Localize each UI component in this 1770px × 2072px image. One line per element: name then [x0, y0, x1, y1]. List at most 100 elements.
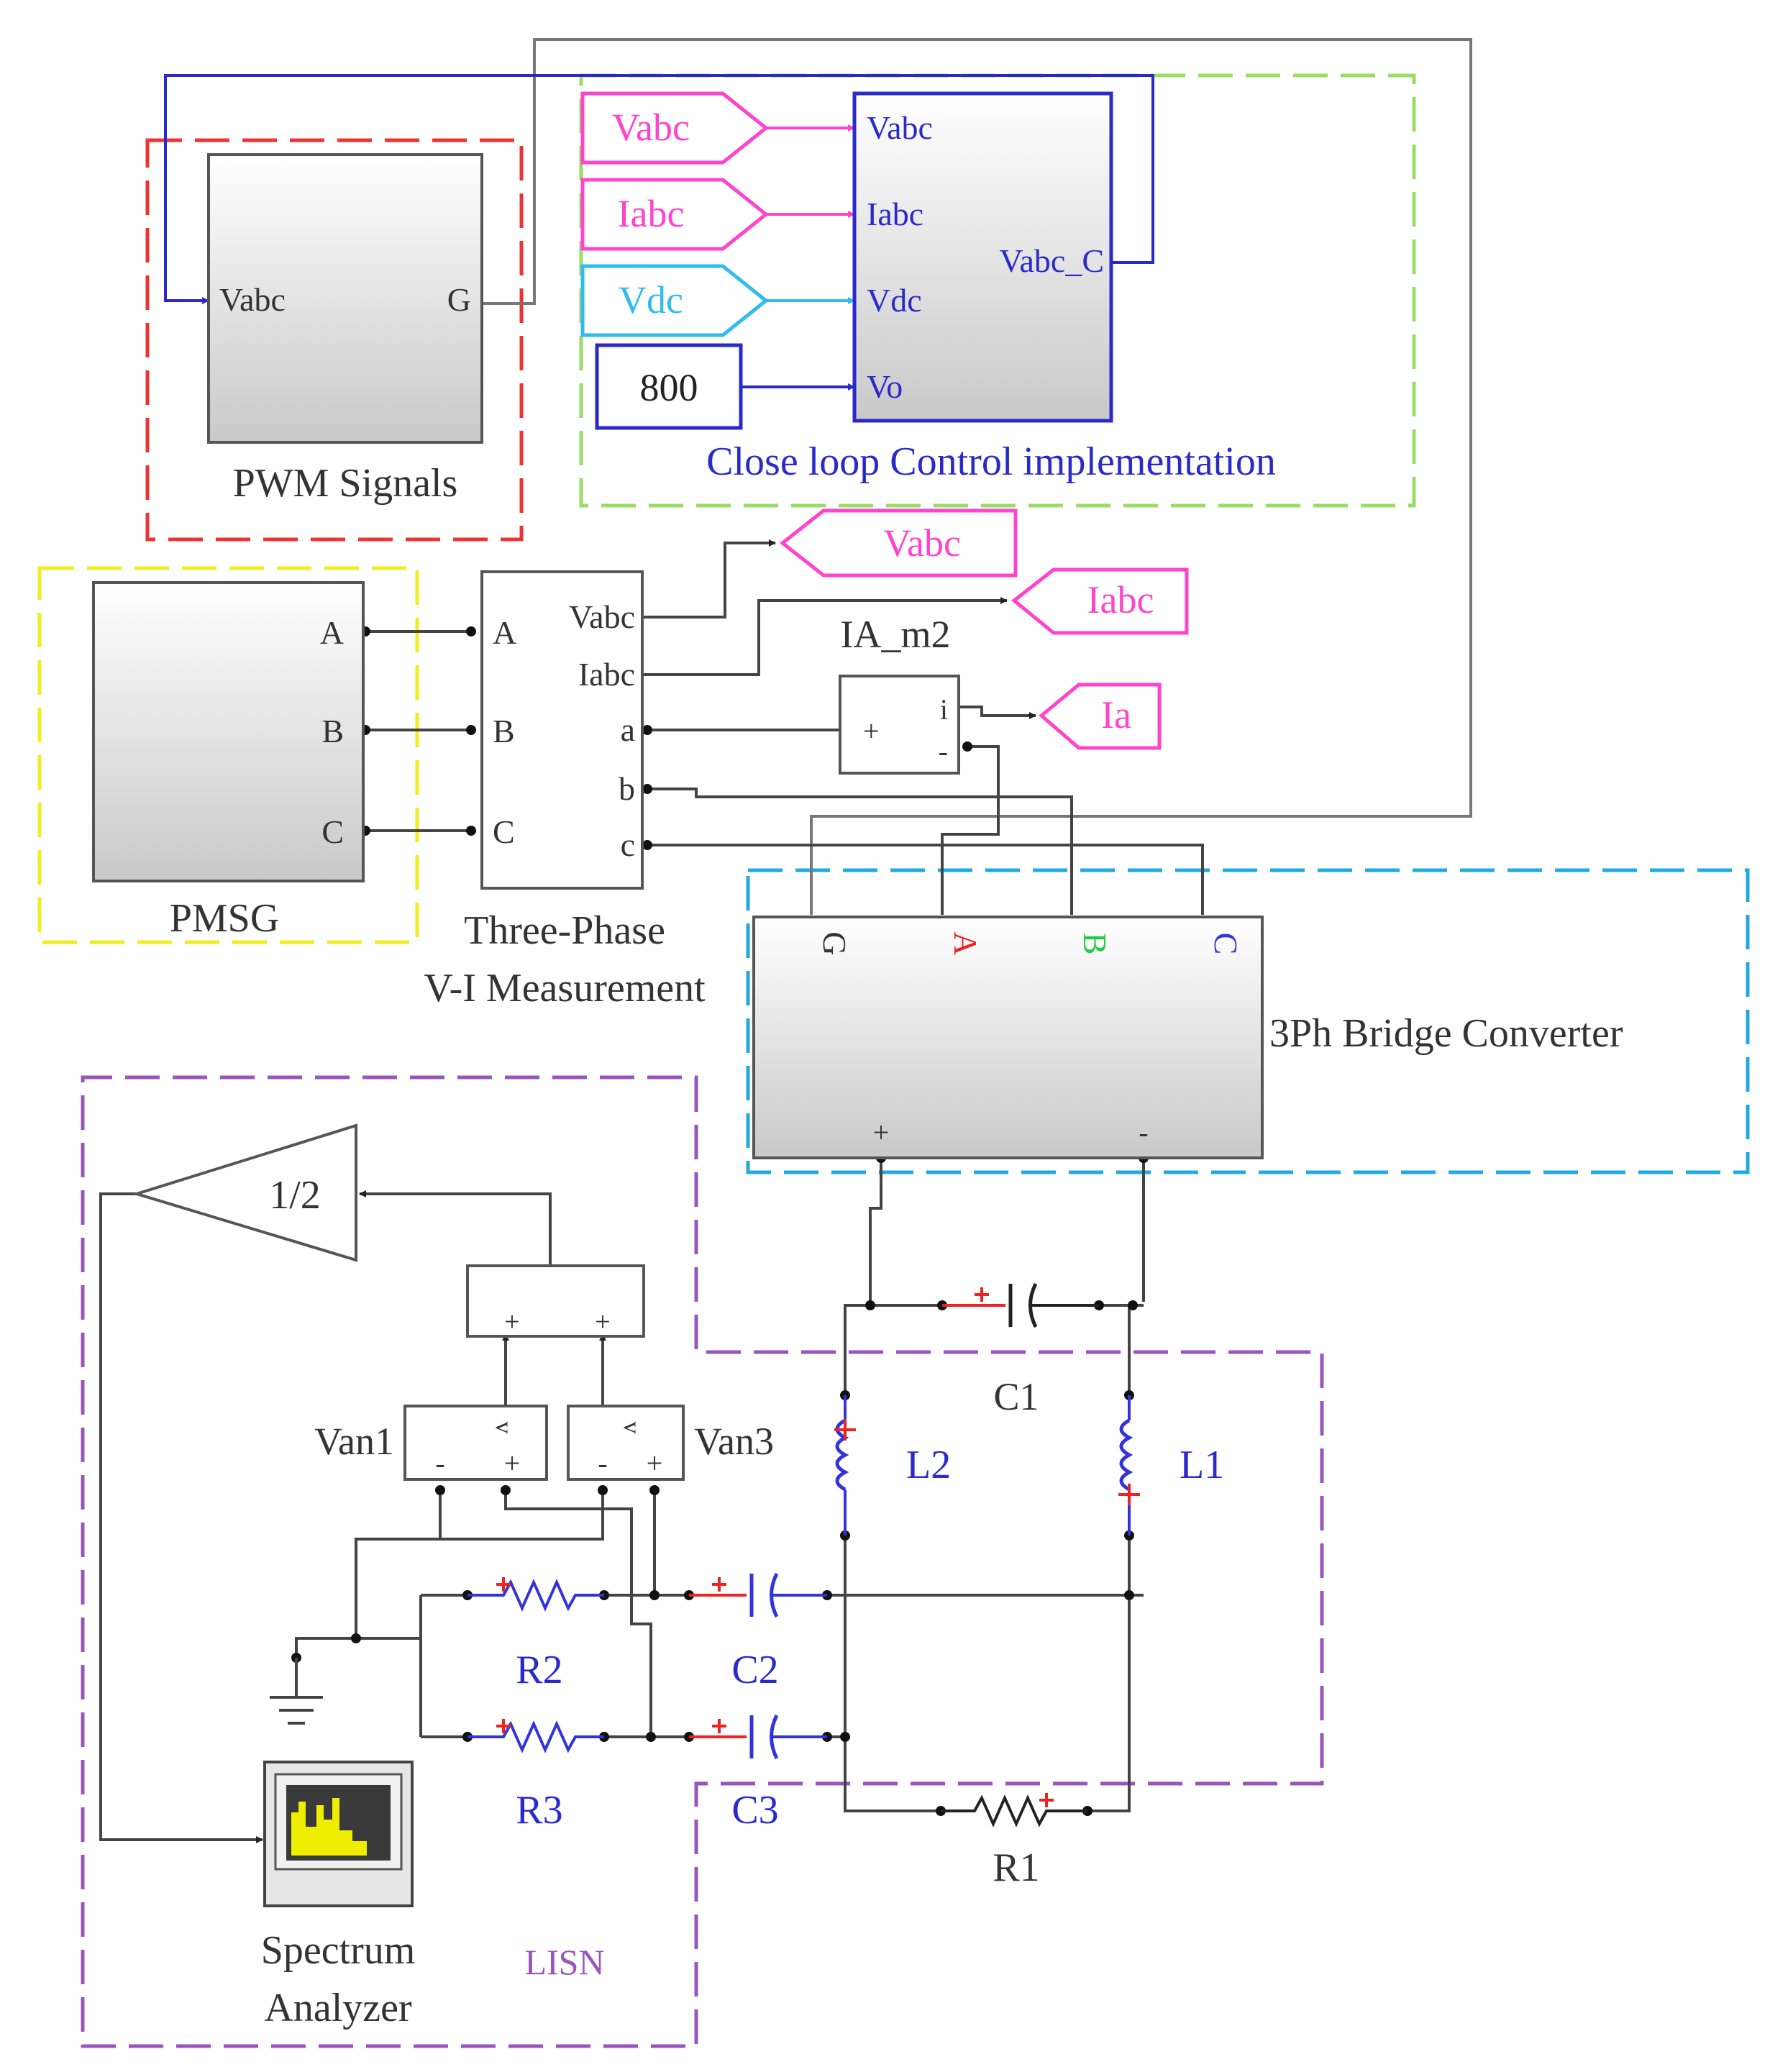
l1-label: L1	[1180, 1443, 1224, 1487]
vi-measurement-block[interactable]: A B C Vabc Iabc a b c Three-Phase V-I Me…	[424, 570, 706, 1010]
bridge-frame	[746, 868, 1750, 1174]
bridge-converter-block[interactable]: G A B C + - 3Ph Bridge Converter	[752, 916, 1623, 1159]
r3-label: R3	[516, 1788, 562, 1833]
pwm-signals-caption: PWM Signals	[233, 461, 458, 506]
vi-port-c: C	[493, 813, 515, 850]
sum-block[interactable]: + +	[466, 1264, 645, 1338]
c2-label: C2	[731, 1648, 778, 1692]
from-tag-iabc[interactable]: Iabc	[580, 178, 770, 251]
capacitor-c2[interactable]: C2	[689, 1572, 827, 1692]
wire-sum-to-gain	[359, 1190, 552, 1266]
pwm-in-port-label: Vabc	[219, 281, 286, 318]
vi-port-a: A	[493, 614, 516, 651]
sum-plus-1: +	[504, 1307, 519, 1337]
capacitor-c3[interactable]: C3	[689, 1714, 827, 1833]
constant-block[interactable]: 800	[595, 343, 743, 430]
pwm-frame	[145, 138, 524, 542]
bridge-caption: 3Ph Bridge Converter	[1269, 1011, 1623, 1056]
vi-port-b-out: b	[619, 770, 635, 807]
spectrum-icon	[291, 1798, 367, 1856]
wire-dc-plus	[869, 1158, 882, 1302]
bridge-port-a: A	[947, 931, 984, 955]
vi-port-iabc: Iabc	[578, 656, 635, 693]
spectrum-analyzer-block[interactable]: Spectrum Analyzer	[261, 1761, 416, 2030]
wire-out-b	[647, 788, 1073, 915]
wire-meas-vabc	[642, 539, 776, 619]
pmsg-body[interactable]	[92, 581, 365, 882]
control-port-vabc: Vabc	[867, 109, 933, 146]
control-body[interactable]	[852, 91, 1113, 423]
current-meas-body[interactable]	[839, 675, 960, 775]
wire-meas-iabc	[642, 597, 1008, 676]
from-tag-vabc-label: Vabc	[612, 106, 690, 149]
bridge-port-b: B	[1077, 933, 1113, 955]
l2-label: L2	[906, 1443, 951, 1487]
capacitor-c1[interactable]: C1	[942, 1282, 1099, 1418]
bridge-port-c: C	[1208, 933, 1244, 955]
wire-van1-minus	[355, 1490, 442, 1638]
bridge-dc-minus: -	[1139, 1116, 1148, 1149]
pmsg-frame	[37, 566, 419, 944]
lisn-frame	[81, 1075, 1324, 2048]
goto-tag-vabc-label: Vabc	[883, 521, 961, 565]
van3-plus: +	[647, 1447, 663, 1479]
close-loop-control-block[interactable]: Vabc Iabc Vdc Vo Vabc_C Close loop Contr…	[706, 91, 1276, 484]
pmsg-port-b: B	[321, 713, 344, 749]
pmsg-block[interactable]: A B C PMSG	[92, 581, 365, 941]
current-meas-i: i	[940, 693, 948, 726]
current-meas-label: IA_m2	[841, 613, 951, 656]
constant-value: 800	[640, 366, 698, 409]
resistor-r1[interactable]: R1	[941, 1793, 1087, 1890]
goto-tag-ia-label: Ia	[1101, 693, 1131, 736]
current-measurement-block[interactable]: IA_m2 + i -	[839, 613, 960, 775]
from-tag-iabc-label: Iabc	[618, 192, 685, 235]
pmsg-port-a: A	[320, 614, 344, 651]
wire-meas-to-bridge-a	[941, 745, 1000, 915]
wire-gate-signal	[482, 38, 1472, 915]
control-caption: Close loop Control implementation	[706, 439, 1276, 484]
voltmeter-van1[interactable]: v - + Van1	[314, 1405, 548, 1481]
pwm-signals-body[interactable]	[207, 153, 483, 444]
van3-label: Van3	[694, 1420, 774, 1463]
inductor-l1[interactable]: L1	[1118, 1395, 1224, 1535]
pwm-signals-block[interactable]: Vabc G PWM Signals	[207, 153, 483, 506]
control-port-vdc: Vdc	[867, 282, 922, 319]
bridge-port-g: G	[816, 931, 853, 955]
van1-v-symbol: v	[491, 1422, 517, 1434]
vi-port-c-out: c	[621, 826, 635, 863]
inductor-l2[interactable]: L2	[834, 1395, 951, 1535]
goto-tag-vabc[interactable]: Vabc	[779, 508, 1018, 578]
vi-caption-line2: V-I Measurement	[424, 966, 706, 1010]
wire-l2-down	[844, 1535, 941, 1812]
bridge-dc-plus: +	[873, 1116, 890, 1149]
sum-plus-2: +	[595, 1307, 610, 1337]
van3-minus: -	[598, 1447, 607, 1479]
wire-ia-signal	[959, 706, 1036, 719]
vi-measurement-body[interactable]	[480, 570, 644, 890]
resistor-r3[interactable]: R3	[467, 1719, 604, 1833]
goto-tag-ia[interactable]: Ia	[1039, 683, 1162, 750]
c1-label: C1	[993, 1375, 1039, 1418]
vi-port-a-out: a	[621, 711, 635, 748]
goto-tag-iabc[interactable]: Iabc	[1011, 567, 1189, 635]
bridge-body[interactable]	[752, 916, 1264, 1159]
control-port-iabc: Iabc	[867, 196, 923, 232]
vi-port-vabc: Vabc	[569, 598, 635, 635]
from-tag-vabc[interactable]: Vabc	[580, 91, 770, 165]
voltmeter-van3[interactable]: v - + Van3	[567, 1405, 774, 1481]
from-tag-vdc[interactable]: Vdc	[580, 264, 770, 337]
pwm-out-port-label: G	[447, 281, 471, 318]
vi-caption-line1: Three-Phase	[464, 908, 665, 953]
r1-label: R1	[993, 1845, 1039, 1890]
control-port-vabc-c: Vabc_C	[999, 242, 1104, 279]
van1-minus: -	[435, 1447, 444, 1479]
resistor-r2[interactable]: R2	[467, 1577, 604, 1692]
gain-block[interactable]: 1/2	[132, 1123, 357, 1262]
wire-l1-down	[1087, 1535, 1131, 1812]
wire-gain-to-spectrum	[99, 1192, 263, 1843]
pmsg-port-c: C	[321, 813, 344, 850]
vi-port-b: B	[493, 713, 515, 749]
van1-plus: +	[504, 1447, 521, 1479]
wire-ground-bus	[295, 1595, 422, 1737]
